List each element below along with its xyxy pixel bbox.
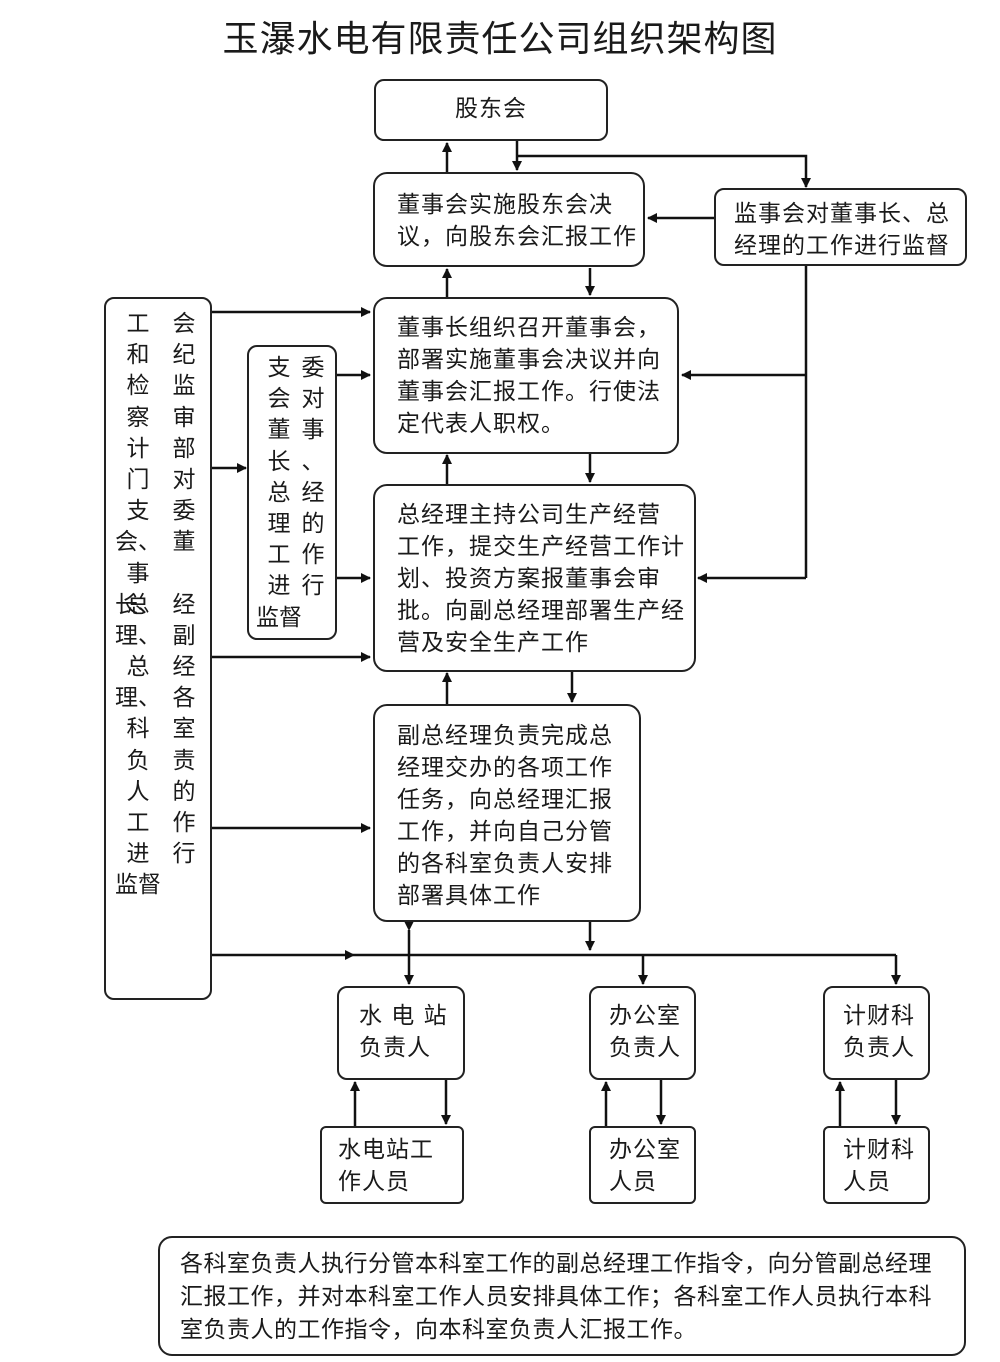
committee-col1-char: 长 bbox=[267, 448, 291, 475]
station-staff-label: 水电站工 作人员 bbox=[338, 1137, 434, 1195]
discipline-col1-char: 支 bbox=[126, 498, 150, 525]
committee-col2-char: 经 bbox=[301, 479, 325, 506]
committee-col2-char: 的 bbox=[301, 510, 325, 537]
discipline-col1-char: 进 bbox=[126, 841, 150, 868]
deputy-gm-label: 副总经理负责完成总 经理交办的各项工作 任务，向总经理汇报 工作，并向自己分管 … bbox=[397, 723, 613, 909]
committee-col2-char: 作 bbox=[301, 542, 325, 569]
station-head-box: 水 电 站 负责人 bbox=[337, 986, 465, 1080]
note-box: 各科室负责人执行分管本科室工作的副总经理工作指令，向分管副总经理汇报工作，并对本… bbox=[158, 1236, 966, 1356]
supervisors-label: 监事会对董事长、总 经理的工作进行监督 bbox=[734, 201, 950, 259]
finance-staff-label: 计财科 人员 bbox=[843, 1137, 915, 1195]
discipline-col2-char: 监 bbox=[172, 373, 196, 400]
committee-column-2: 委对事、经的作行 bbox=[295, 353, 331, 634]
discipline-col2-char: 对 bbox=[172, 466, 196, 493]
discipline-col1-char: 和 bbox=[126, 342, 150, 369]
committee-col2-char: 委 bbox=[301, 355, 325, 381]
board-label: 董事会实施股东会决 议，向股东会汇报工作 bbox=[397, 192, 637, 250]
station-staff-box: 水电站工 作人员 bbox=[320, 1126, 464, 1204]
committee-col2-char bbox=[295, 603, 331, 634]
committee-col1-char: 支 bbox=[267, 355, 291, 381]
discipline-col1-char: 工 bbox=[126, 311, 150, 337]
discipline-inspection-box: 工和检察计门支会、事长、总理、总理、科负人工进监督 会纪监审部对委董 经副经各室… bbox=[104, 297, 212, 1000]
discipline-col1-char: 会、 bbox=[115, 529, 161, 556]
discipline-col2-char: 作 bbox=[172, 810, 196, 836]
committee-col2-char: 事 bbox=[301, 417, 325, 444]
finance-staff-box: 计财科 人员 bbox=[823, 1126, 930, 1204]
note-text: 各科室负责人执行分管本科室工作的副总经理工作指令，向分管副总经理汇报工作，并对本… bbox=[180, 1251, 932, 1343]
discipline-col2-char: 委 bbox=[172, 498, 196, 525]
committee-col1-char: 会 bbox=[267, 386, 291, 413]
discipline-column-2: 会纪监审部对委董 经副经各室责的作行 bbox=[164, 309, 204, 902]
shareholders-box: 股东会 bbox=[374, 79, 608, 141]
supervisors-box: 监事会对董事长、总 经理的工作进行监督 bbox=[714, 188, 967, 266]
committee-col1-char: 监督 bbox=[256, 604, 302, 631]
discipline-col1-char: 人 bbox=[126, 778, 150, 805]
committee-col1-char: 董 bbox=[267, 417, 291, 444]
office-head-box: 办公室 负责人 bbox=[589, 986, 696, 1080]
discipline-col2-char bbox=[164, 559, 204, 590]
discipline-col1-char: 理、 bbox=[115, 685, 161, 712]
discipline-col1-char: 总 bbox=[126, 591, 150, 618]
discipline-col2-char: 会 bbox=[172, 311, 196, 337]
committee-col1-char: 总 bbox=[267, 479, 291, 506]
office-staff-box: 办公室 人员 bbox=[589, 1126, 696, 1204]
discipline-col2-char: 纪 bbox=[172, 342, 196, 369]
deputy-gm-box: 副总经理负责完成总 经理交办的各项工作 任务，向总经理汇报 工作，并向自己分管 … bbox=[373, 704, 641, 922]
page-title: 玉瀑水电有限责任公司组织架构图 bbox=[222, 19, 778, 60]
discipline-col1-char: 察 bbox=[126, 404, 150, 431]
discipline-col2-char: 行 bbox=[172, 841, 196, 868]
discipline-col2-char: 室 bbox=[172, 716, 196, 743]
gm-label: 总经理主持公司生产经营 工作，提交生产经营工作计 划、投资方案报董事会审 批。向… bbox=[397, 502, 685, 656]
discipline-col1-char: 门 bbox=[126, 466, 150, 493]
party-committee-box: 支会董长总理工进监督 委对事、经的作行 bbox=[247, 345, 337, 640]
discipline-col1-char: 计 bbox=[126, 435, 150, 462]
discipline-col1-char: 负 bbox=[126, 747, 150, 774]
discipline-col2-char: 经 bbox=[172, 654, 196, 681]
discipline-col2-char bbox=[164, 870, 204, 901]
committee-col1-char: 理 bbox=[267, 510, 291, 537]
discipline-col2-char: 部 bbox=[172, 435, 196, 462]
discipline-col1-char: 事长、 bbox=[115, 560, 161, 618]
discipline-col2-char: 经 bbox=[172, 591, 196, 618]
finance-head-label: 计财科 负责人 bbox=[843, 1003, 915, 1061]
committee-col2-char: 、 bbox=[301, 448, 325, 475]
station-head-label: 水 电 站 负责人 bbox=[359, 1003, 448, 1061]
discipline-col1-char: 监督 bbox=[115, 872, 161, 899]
committee-col1-char: 进 bbox=[267, 573, 291, 600]
discipline-col1-char: 总 bbox=[126, 654, 150, 681]
discipline-col1-char: 检 bbox=[126, 373, 150, 400]
office-head-label: 办公室 负责人 bbox=[609, 1003, 681, 1061]
committee-column-1: 支会董长总理工进监督 bbox=[253, 353, 305, 634]
shareholders-label: 股东会 bbox=[455, 96, 527, 122]
discipline-col2-char: 的 bbox=[172, 778, 196, 805]
committee-col1-char: 工 bbox=[267, 542, 291, 569]
finance-head-box: 计财科 负责人 bbox=[823, 986, 930, 1080]
discipline-col2-char: 审 bbox=[172, 404, 196, 431]
discipline-col2-char: 责 bbox=[172, 747, 196, 774]
discipline-col2-char: 董 bbox=[172, 529, 196, 556]
discipline-col2-char: 副 bbox=[172, 622, 196, 649]
discipline-col1-char: 科 bbox=[126, 716, 150, 743]
chairman-label: 董事长组织召开董事会， 部署实施董事会决议并向 董事会汇报工作。行使法 定代表人… bbox=[397, 315, 661, 437]
chairman-box: 董事长组织召开董事会， 部署实施董事会决议并向 董事会汇报工作。行使法 定代表人… bbox=[373, 297, 679, 454]
discipline-column-1: 工和检察计门支会、事长、总理、总理、科负人工进监督 bbox=[108, 309, 168, 902]
committee-col2-char: 对 bbox=[301, 386, 325, 413]
discipline-col2-char: 各 bbox=[172, 685, 196, 712]
office-staff-label: 办公室 人员 bbox=[609, 1137, 681, 1195]
gm-box: 总经理主持公司生产经营 工作，提交生产经营工作计 划、投资方案报董事会审 批。向… bbox=[373, 484, 696, 672]
board-box: 董事会实施股东会决 议，向股东会汇报工作 bbox=[373, 172, 645, 267]
committee-col2-char: 行 bbox=[301, 573, 325, 600]
line-shareholders-to-supervisors bbox=[517, 154, 811, 188]
discipline-col1-char: 理、 bbox=[115, 622, 161, 649]
discipline-col1-char: 工 bbox=[126, 810, 150, 836]
